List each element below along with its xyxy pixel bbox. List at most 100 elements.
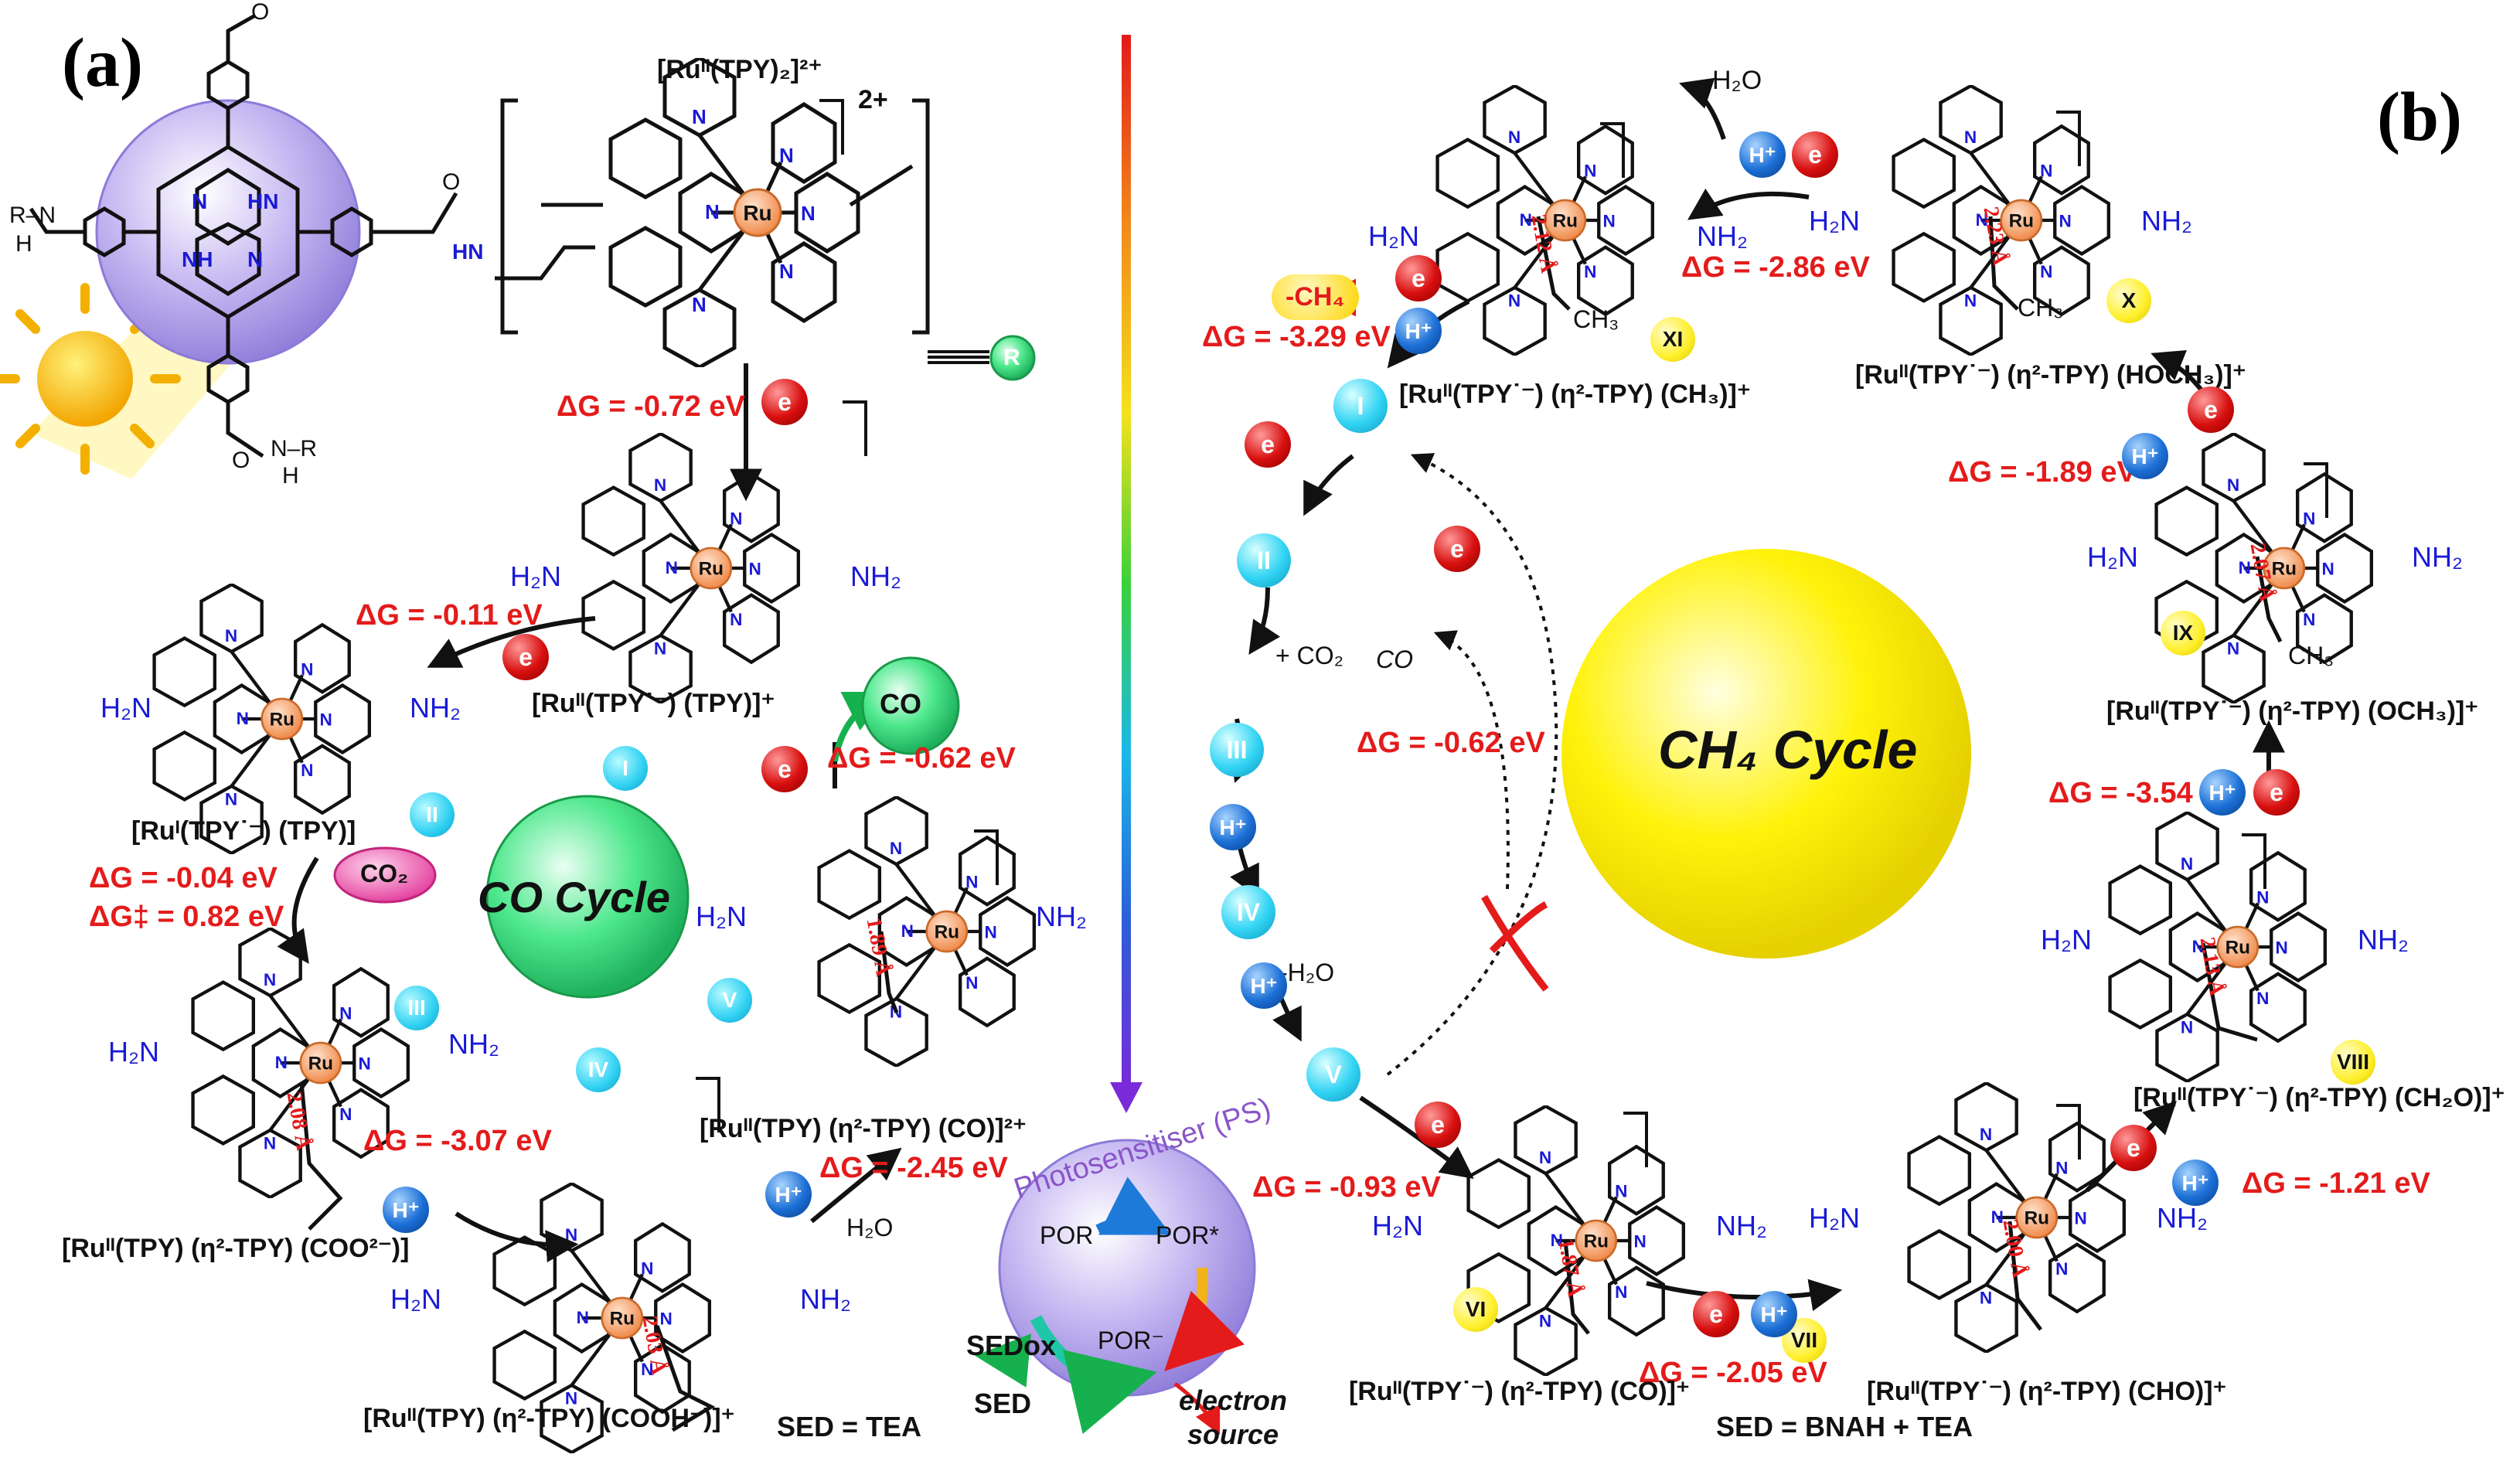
species-I-a: [Ruᴵᴵ(TPY˙⁻) (TPY)]⁺ [532,689,775,718]
ch4-release-label: -CH₄ [1272,274,1359,320]
nh2-label: NH₂ [410,692,461,724]
tag-VIII: VIII [2331,1040,2375,1085]
node-III: III [1210,723,1264,777]
h2n-label: H₂N [100,692,152,724]
nh2-label: NH₂ [2412,541,2463,573]
proton-icon: H⁺ [2199,769,2246,816]
ch4-cycle-label: CH₄ Cycle [1658,720,1918,780]
species-X: [Ruᴵᴵ(TPY˙⁻) (η²-TPY) (HOCH₃)]⁺ [1855,360,2246,390]
h2n-label: H₂N [1372,1210,1423,1241]
nh2-label: NH₂ [2157,1202,2208,1234]
h2n-label: H₂N [2041,924,2092,955]
electron-icon: e [1245,421,1291,468]
electron-icon: e [1693,1291,1739,1337]
sed-label-b: SED = BNAH + TEA [1716,1411,1973,1442]
h2n-label: H₂N [510,560,561,592]
proton-icon: H⁺ [1751,1291,1797,1337]
svg-text:N–R: N–R [271,436,317,461]
species-VII: [Ruᴵᴵ(TPY˙⁻) (η²-TPY) (CHO)]⁺ [1867,1377,2227,1406]
h2o-loss-label: -H₂O [1279,959,1335,986]
electron-icon: e [2188,387,2234,433]
dg-step-3-barrier: ΔG‡ = 0.82 eV [89,901,284,933]
svg-text:O: O [442,169,460,195]
nh2-label: NH₂ [1716,1210,1767,1241]
panel-label-b: (b) [2377,79,2462,155]
h2n-label: H₂N [2087,541,2138,573]
proton-icon: H⁺ [765,1171,812,1218]
electron-icon: e [502,634,549,680]
nh2-label: NH₂ [2141,205,2192,237]
svg-text:H: H [15,231,32,257]
panel-label-a: (a) [62,25,143,101]
species-V-a: [Ruᴵᴵ(TPY) (η²-TPY) (CO)]²⁺ [700,1114,1027,1143]
node-I: I [1333,379,1388,433]
tag-I-a: I [603,746,648,791]
species-III-a: [Ruᴵᴵ(TPY) (η²-TPY) (COO²⁻)] [62,1234,410,1263]
sed-label-a: SED = TEA [777,1411,922,1442]
node-II: II [1237,533,1291,587]
electron-icon: e [2110,1125,2157,1171]
electron-source-label: electron source [1178,1384,1288,1450]
svg-text:HN: HN [247,189,278,213]
electron-icon: e [761,379,808,425]
dg-b-329: ΔG = -3.29 eV [1202,321,1391,353]
svg-text:HN: HN [452,240,483,264]
species-II-a: [Ruᴵ(TPY˙⁻) (TPY)] [131,816,356,846]
proton-icon: H⁺ [2172,1160,2219,1206]
nh2-label: NH₂ [850,560,901,592]
h2n-label: H₂N [108,1036,159,1068]
r-group-label: R [1003,345,1020,370]
ps-sed: SED [974,1388,1032,1419]
species-XI: [Ruᴵᴵ(TPY˙⁻) (η²-TPY) (CH₃)]⁺ [1399,380,1751,409]
node-IV: IV [1221,885,1275,939]
tag-IX: IX [2161,611,2205,656]
electron-icon: e [2253,769,2300,816]
dg-b-093: ΔG = -0.93 eV [1252,1171,1441,1204]
photosensitiser-sphere [975,1139,1256,1435]
dg-step-1: ΔG = -0.72 eV [557,390,745,423]
svg-text:H: H [282,463,299,489]
species-VI: [Ruᴵᴵ(TPY˙⁻) (η²-TPY) (CO)]⁺ [1349,1377,1690,1406]
tag-VII: VII [1782,1318,1827,1363]
proton-icon: H⁺ [1210,804,1256,850]
species-IX: [Ruᴵᴵ(TPY˙⁻) (η²-TPY) (OCH₃)]⁺ [2106,696,2479,726]
tag-V-a: V [707,978,752,1023]
electron-icon: e [1395,255,1442,301]
ps-sed-ox: SEDox [966,1330,1057,1361]
tag-IV-a: IV [576,1047,621,1092]
ps-por-minus: POR⁻ [1098,1326,1165,1354]
top-charge: 2+ [858,85,888,114]
electron-icon: e [761,746,808,792]
dg-b-205: ΔG = -2.05 eV [1639,1357,1827,1389]
electron-icon: e [1792,131,1838,178]
electron-icon: e [1434,526,1480,572]
h2n-label: H₂N [1809,205,1860,237]
nh2-label: NH₂ [448,1028,499,1060]
electron-icon: e [1415,1102,1461,1148]
tag-XI: XI [1650,317,1695,362]
nh2-label: NH₂ [1036,901,1087,932]
nh2-label: NH₂ [2358,924,2409,955]
dg-b-121: ΔG = -1.21 eV [2242,1167,2430,1200]
proton-icon: H⁺ [1395,308,1442,354]
proton-icon: H⁺ [1241,962,1287,1009]
dg-step-6: ΔG = -0.62 eV [827,742,1016,775]
proton-icon: H⁺ [1739,131,1786,178]
species-IV-a: [Ruᴵᴵ(TPY) (η²-TPY) (COOH⁻)]⁺ [363,1404,735,1433]
co2-label-a: CO₂ [360,860,409,887]
proton-icon: H⁺ [2122,433,2168,479]
dg-step-3: ΔG = -0.04 eV [89,862,278,894]
nh2-label: NH₂ [1697,220,1748,252]
tag-X: X [2106,278,2151,323]
tag-VI: VI [1453,1287,1498,1332]
ch3-label: CH₃ [2018,294,2064,322]
svg-text:R–N: R–N [9,203,56,228]
svg-text:O: O [251,0,269,25]
h2n-label: H₂N [1368,220,1419,252]
co-label-b: CO [1376,645,1413,673]
ch3-label: CH₃ [1573,305,1619,333]
h2n-label: H₂N [1809,1202,1860,1234]
dg-step-4: ΔG = -3.07 eV [363,1125,552,1157]
dg-step-5: ΔG = -2.45 eV [819,1152,1008,1184]
